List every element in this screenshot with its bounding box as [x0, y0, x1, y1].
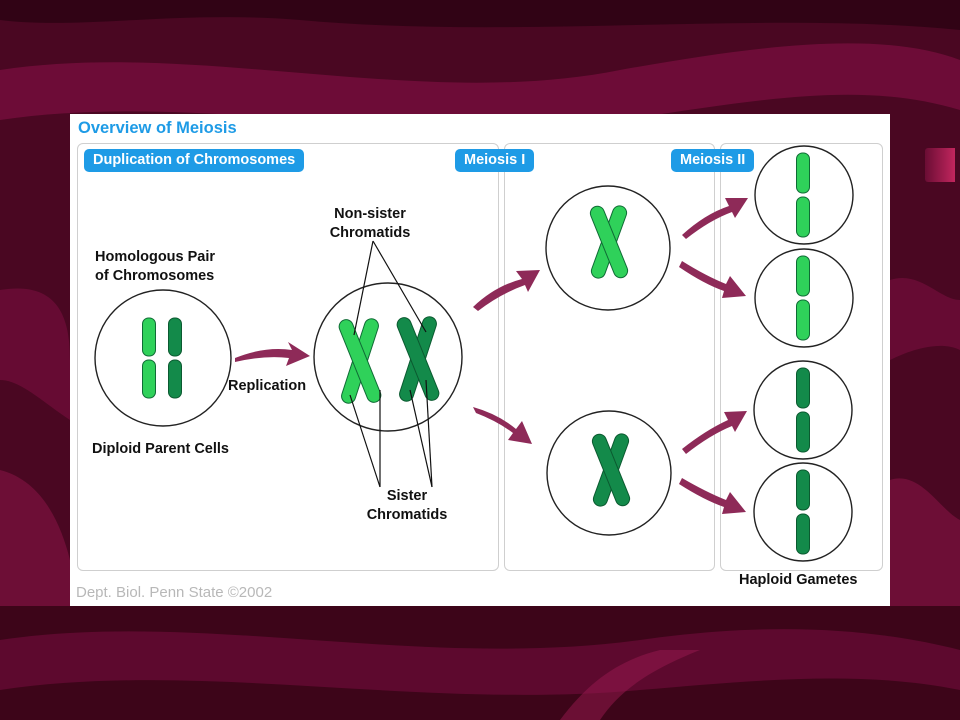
replication-arrow: [235, 342, 310, 366]
bg-wave: [0, 288, 70, 420]
arrow-to-gamete-1: [682, 198, 748, 239]
bg-wave: [0, 629, 960, 695]
bg-wave: [0, 0, 960, 30]
arrow-to-meiosis-one-top: [473, 270, 540, 311]
diagram-panel: Overview of Meiosis Duplication of Chrom…: [70, 114, 890, 606]
diploid-parent-label: Diploid Parent Cells: [92, 441, 229, 457]
haploid-gametes-label: Haploid Gametes: [739, 572, 858, 588]
bg-wave: [0, 43, 960, 129]
replicated-chromosome-dark: [396, 316, 440, 402]
sister-chromatids-label: Sister Chromatids: [357, 487, 457, 525]
duplication-stage-label: Duplication of Chromosomes: [84, 149, 305, 172]
gamete-chromosome-2: [796, 255, 810, 341]
sister-label-line1: Sister: [386, 488, 428, 504]
diagram-title: Overview of Meiosis: [78, 119, 237, 137]
arrow-to-gamete-2: [679, 261, 746, 298]
gamete-cell-2: [754, 248, 854, 348]
non-sister-label-line2: Chromatids: [329, 225, 411, 241]
homologous-pair-label-line2: of Chromosomes: [95, 268, 215, 284]
gamete-cell-1: [754, 145, 854, 245]
replicated-chromosome-light: [338, 318, 382, 404]
gamete-chromosome-1: [796, 152, 810, 238]
homologous-chromosome-light: [142, 317, 156, 399]
meiosis-one-chromosome-dark: [591, 433, 631, 507]
sister-label-line2: Chromatids: [366, 507, 448, 523]
bg-wave: [0, 470, 70, 606]
meiosis-two-stage-label: Meiosis II: [671, 149, 755, 172]
bg-wave: [890, 478, 960, 606]
credit-line: Dept. Biol. Penn State ©2002: [76, 584, 273, 601]
side-tab-decoration: [925, 148, 955, 182]
sister-pointer-lines: [349, 379, 433, 488]
homologous-pair-label-line1: Homologous Pair: [95, 249, 216, 265]
arrow-to-gamete-4: [679, 478, 746, 514]
non-sister-pointer-lines: [353, 240, 427, 336]
non-sister-label-line1: Non-sister: [334, 206, 406, 222]
parent-cell: [94, 289, 232, 427]
meiosis-one-stage-label: Meiosis I: [455, 149, 535, 172]
arrow-to-gamete-3: [682, 411, 747, 454]
homologous-chromosome-dark: [168, 317, 182, 399]
bg-wave: [560, 650, 700, 720]
gamete-cell-3: [753, 360, 853, 460]
non-sister-chromatids-label: Non-sister Chromatids: [320, 205, 420, 243]
gamete-chromosome-4: [796, 469, 810, 555]
meiosis-diagram: [94, 145, 854, 562]
meiosis-one-chromosome-light: [589, 205, 629, 279]
duplicated-cell: [313, 282, 463, 432]
gamete-cell-4: [753, 462, 853, 562]
homologous-pair-label: Homologous Pair of Chromosomes: [95, 248, 215, 286]
bg-wave: [890, 277, 960, 360]
replication-label: Replication: [228, 378, 307, 394]
arrow-to-meiosis-one-bottom: [473, 407, 532, 444]
gamete-chromosome-3: [796, 367, 810, 453]
